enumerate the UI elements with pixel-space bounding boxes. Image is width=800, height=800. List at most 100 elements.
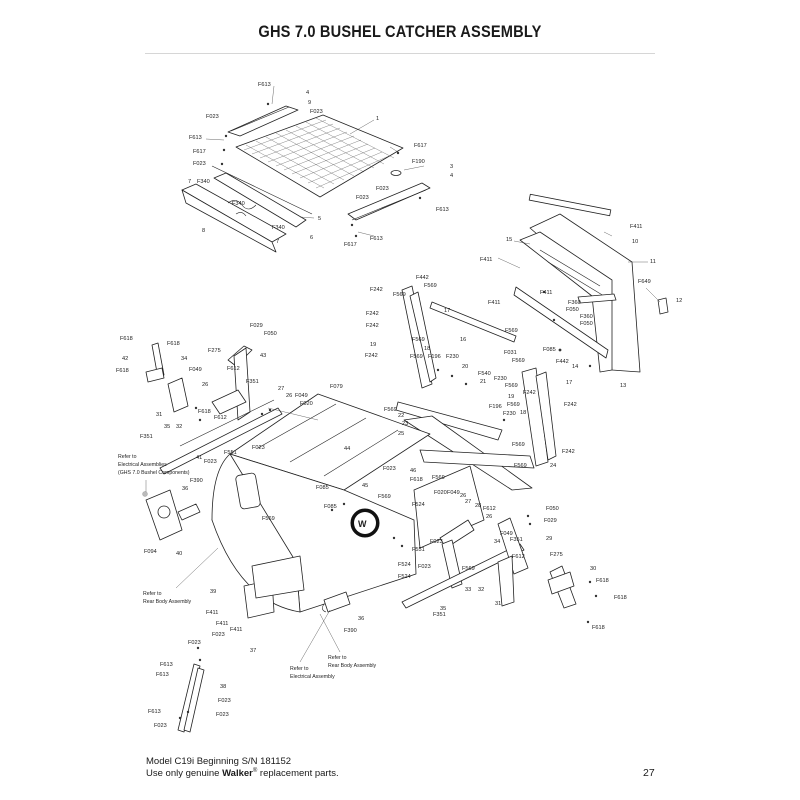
electrical-ref-note: Electrical Assembly — [290, 674, 335, 680]
callout: F569 — [432, 475, 445, 481]
callout: 34 — [181, 356, 187, 362]
callout: F049 — [447, 490, 460, 496]
callout: 34 — [494, 539, 500, 545]
callout: 5 — [318, 216, 321, 222]
rear-body-ref-note: Rear Body Assembly — [143, 599, 192, 605]
callout: F020 — [434, 490, 447, 496]
callout: 3 — [450, 164, 453, 170]
callout: 43 — [260, 353, 266, 359]
callout: F617 — [414, 143, 427, 149]
callout: 27 — [465, 499, 471, 505]
rear-body-ref-note: Rear Body Assembly — [328, 663, 377, 669]
callout: F190 — [412, 159, 425, 165]
callout: 23 — [402, 421, 408, 427]
callout: F023 — [430, 539, 443, 545]
callout: F569 — [384, 407, 397, 413]
electrical-ref-note: Refer to — [118, 454, 137, 460]
callout: 17 — [566, 380, 572, 386]
callout: F613 — [258, 82, 271, 88]
callout: F569 — [512, 442, 525, 448]
callout: 30 — [590, 566, 596, 572]
callout: F023 — [216, 712, 229, 718]
callout: 35 — [164, 424, 170, 430]
callout: 1 — [376, 116, 379, 122]
callout: F551 — [224, 450, 237, 456]
left-latch-group — [142, 342, 283, 541]
callout-labels: F613 4 9 F023 1 F023 F613 F617 F023 F617… — [116, 82, 682, 729]
callout: F613 — [160, 662, 173, 668]
callout: 19 — [370, 342, 376, 348]
callout: 38 — [220, 684, 226, 690]
callout: F094 — [144, 549, 157, 555]
callout: F411 — [630, 224, 642, 230]
exploded-assembly-diagram: W — [116, 82, 682, 733]
callout: F442 — [556, 359, 569, 365]
callout: 45 — [362, 483, 368, 489]
callout: F442 — [416, 275, 429, 281]
callout: F050 — [264, 331, 277, 337]
electrical-ref-note: Refer to — [290, 666, 309, 672]
callout: F242 — [365, 353, 378, 359]
callout: F618 — [120, 336, 133, 342]
callout: F023 — [154, 723, 167, 729]
callout: F569 — [424, 283, 437, 289]
callout: F524 — [412, 502, 425, 508]
callout: 36 — [182, 486, 188, 492]
rear-body-ref-note: Refer to — [328, 655, 347, 661]
callout: F612 — [227, 366, 240, 372]
callout: 26 — [460, 493, 466, 499]
callout: F023 — [204, 459, 217, 465]
callout: F275 — [208, 348, 221, 354]
callout: 6 — [310, 235, 313, 241]
electrical-ref-note: Electrical Assemblies — [118, 462, 167, 468]
rear-body-ref-note: Refer to — [143, 591, 162, 597]
callout: F351 — [246, 379, 259, 385]
electrical-ref-note: (GHS 7.0 Bushel Components) — [118, 470, 190, 476]
callout: F230 — [503, 411, 516, 417]
callout: F613 — [148, 709, 161, 715]
callout: F618 — [167, 341, 180, 347]
callout: 13 — [620, 383, 626, 389]
callout: F050 — [580, 321, 593, 327]
callout: 4 — [306, 90, 309, 96]
callout: F618 — [596, 578, 609, 584]
callout: F023 — [212, 632, 225, 638]
callout: F351 — [433, 612, 446, 618]
callout: F613 — [189, 135, 202, 141]
callout: F617 — [193, 149, 206, 155]
callout: F618 — [116, 368, 129, 374]
callout: 41 — [196, 455, 202, 461]
callout: F390 — [344, 628, 357, 634]
leader-lines — [145, 85, 661, 663]
callout: F569 — [462, 566, 475, 572]
callout: F049 — [189, 367, 202, 373]
callout: 12 — [676, 298, 682, 304]
callout: F612 — [214, 415, 227, 421]
callout: 39 — [210, 589, 216, 595]
callout: F612 — [512, 554, 525, 560]
callout: F360 — [580, 314, 593, 320]
callout: F617 — [344, 242, 357, 248]
callout: F242 — [562, 449, 575, 455]
callout: F023 — [218, 698, 231, 704]
genuine-parts-note: Use only genuine Walker® replacement par… — [146, 768, 339, 779]
callout: F411 — [480, 257, 492, 263]
callout: F023 — [188, 640, 201, 646]
callout: F085 — [324, 504, 337, 510]
callout: F029 — [250, 323, 263, 329]
callout: 26 — [286, 393, 292, 399]
callout: 8 — [202, 228, 205, 234]
screen-panel-group — [181, 102, 431, 253]
callout: F411 — [216, 621, 228, 627]
callout: F411 — [206, 610, 218, 616]
callout: 7 — [276, 239, 279, 245]
callout: F569 — [505, 383, 518, 389]
callout: F569 — [412, 337, 425, 343]
callout: F085 — [543, 347, 556, 353]
callout: F569 — [410, 354, 423, 360]
title-divider — [145, 53, 655, 54]
callout: 7 — [188, 179, 191, 185]
callout: 44 — [344, 446, 350, 452]
callout: F230 — [446, 354, 459, 360]
callout: F618 — [198, 409, 211, 415]
